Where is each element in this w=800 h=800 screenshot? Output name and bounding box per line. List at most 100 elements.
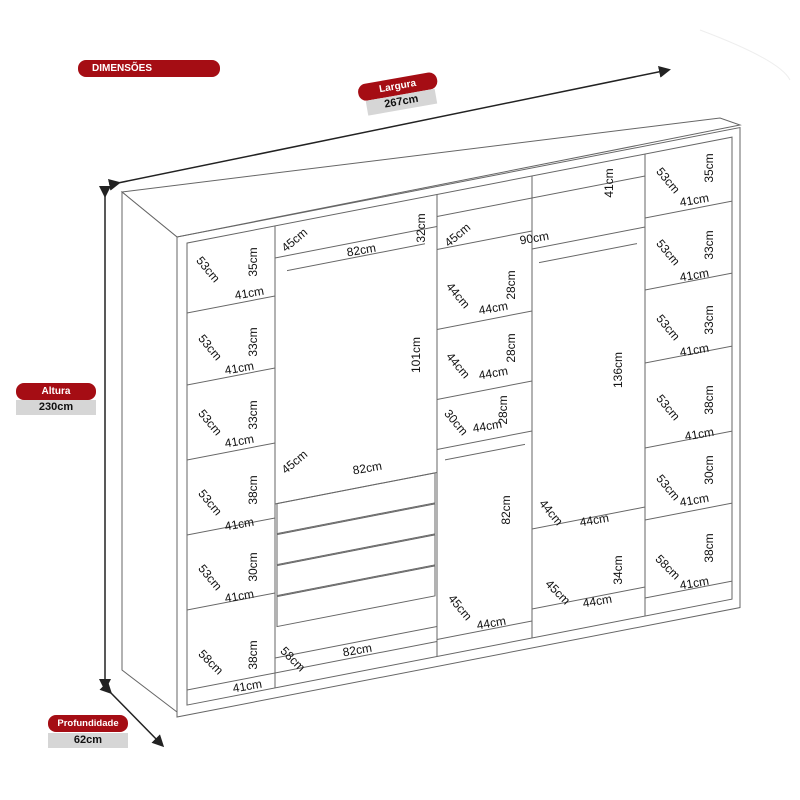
dimension-label: 45cm — [279, 225, 310, 255]
dimension-label: 33cm — [702, 230, 716, 259]
dimension-label: 82cm — [342, 641, 373, 660]
height-label: Altura — [16, 383, 96, 400]
dimension-label: 41cm — [684, 425, 715, 444]
dimension-label: 34cm — [611, 555, 625, 584]
shelf — [437, 620, 532, 640]
shelf — [437, 380, 532, 400]
dimension-label: 82cm — [346, 241, 377, 260]
dimension-label: 53cm — [195, 332, 225, 363]
width-arrow — [107, 65, 671, 191]
height-value: 230cm — [16, 400, 96, 415]
dimension-label: 44cm — [478, 299, 509, 318]
shelf — [532, 586, 645, 610]
shelf — [437, 197, 532, 217]
dimension-label: 44cm — [478, 364, 509, 383]
wardrobe-side — [121, 190, 178, 714]
dimension-label: 45cm — [543, 577, 574, 608]
dimension-label: 53cm — [653, 165, 683, 196]
shelf — [645, 272, 732, 291]
shelf — [187, 367, 275, 386]
shelf — [437, 430, 532, 450]
shelf — [437, 230, 532, 250]
shelf — [275, 625, 437, 659]
dimension-label: 82cm — [352, 459, 383, 478]
dimension-labels: 53cm41cm35cm53cm41cm33cm53cm41cm33cm53cm… — [193, 153, 716, 695]
dimension-label: 33cm — [246, 327, 260, 356]
dimension-label: 82cm — [499, 495, 513, 524]
dimension-label: 32cm — [414, 213, 428, 242]
dimension-label: 41cm — [679, 266, 710, 285]
depth-value: 62cm — [48, 733, 128, 748]
dimension-label: 33cm — [246, 400, 260, 429]
dimension-label: 41cm — [234, 284, 265, 303]
dimension-label: 38cm — [246, 640, 260, 669]
dimension-label: 38cm — [702, 533, 716, 562]
dimension-label: 53cm — [653, 392, 683, 423]
dimension-label: 44cm — [476, 614, 507, 633]
dimension-label: 35cm — [702, 153, 716, 182]
dimension-label: 136cm — [611, 352, 625, 388]
dimension-label: 30cm — [702, 455, 716, 484]
dimension-label: 38cm — [246, 475, 260, 504]
dimension-label: 41cm — [232, 677, 263, 696]
dimension-label: 90cm — [519, 229, 550, 248]
dimension-label: 41cm — [224, 515, 255, 534]
dimension-label: 53cm — [653, 237, 683, 268]
drawer — [276, 472, 436, 535]
shelf — [437, 310, 532, 330]
dimensions-title: DIMENSÕES — [78, 60, 220, 77]
dimension-label: 45cm — [445, 592, 475, 623]
shelf — [187, 295, 275, 314]
dimension-label: 53cm — [653, 312, 683, 343]
drawer — [276, 534, 436, 597]
dimension-label: 30cm — [441, 407, 471, 438]
drawer — [276, 565, 436, 628]
hanging-rod — [539, 243, 637, 264]
shelf — [645, 502, 732, 521]
dimension-label: 30cm — [246, 552, 260, 581]
shelf — [187, 517, 275, 536]
wardrobe-front — [176, 126, 741, 718]
dimension-label: 44cm — [443, 350, 473, 381]
dimension-label: 28cm — [504, 270, 518, 299]
dimension-label: 41cm — [602, 168, 616, 197]
dimension-label: 45cm — [279, 447, 310, 477]
inner-frame — [186, 136, 733, 706]
dimension-label: 53cm — [193, 254, 223, 285]
dimension-label: 35cm — [246, 247, 260, 276]
shelf — [187, 672, 275, 691]
dimension-label: 44cm — [472, 417, 503, 436]
shelf — [187, 592, 275, 611]
dimension-label: 53cm — [195, 562, 225, 593]
dimension-label: 33cm — [702, 305, 716, 334]
dimension-label: 44cm — [579, 511, 610, 530]
dimension-label: 53cm — [195, 487, 225, 518]
dimension-label: 44cm — [443, 280, 473, 311]
dimension-label: 41cm — [679, 341, 710, 360]
dimension-label: 41cm — [224, 359, 255, 378]
dimension-label: 41cm — [679, 491, 710, 510]
shelf — [532, 506, 645, 530]
shelf — [645, 580, 732, 599]
decor-arc — [699, 29, 791, 81]
depth-label: Profundidade — [48, 715, 128, 732]
dimension-label: 41cm — [224, 587, 255, 606]
shelf — [532, 226, 645, 250]
dimension-label: 44cm — [582, 592, 613, 611]
dimension-label: 41cm — [224, 432, 255, 451]
dimension-label: 28cm — [496, 395, 510, 424]
shelf — [645, 200, 732, 219]
dimension-label: 58cm — [196, 647, 227, 678]
hanging-rod — [287, 243, 425, 272]
wardrobe-top — [120, 117, 742, 238]
dimension-label: 41cm — [679, 574, 710, 593]
dimension-label: 38cm — [702, 385, 716, 414]
dimension-label: 101cm — [409, 337, 423, 373]
shelf — [645, 430, 732, 449]
dimension-label: 41cm — [679, 191, 710, 210]
front-frame — [176, 126, 741, 718]
shelf — [532, 175, 645, 199]
dimension-label: 28cm — [504, 333, 518, 362]
